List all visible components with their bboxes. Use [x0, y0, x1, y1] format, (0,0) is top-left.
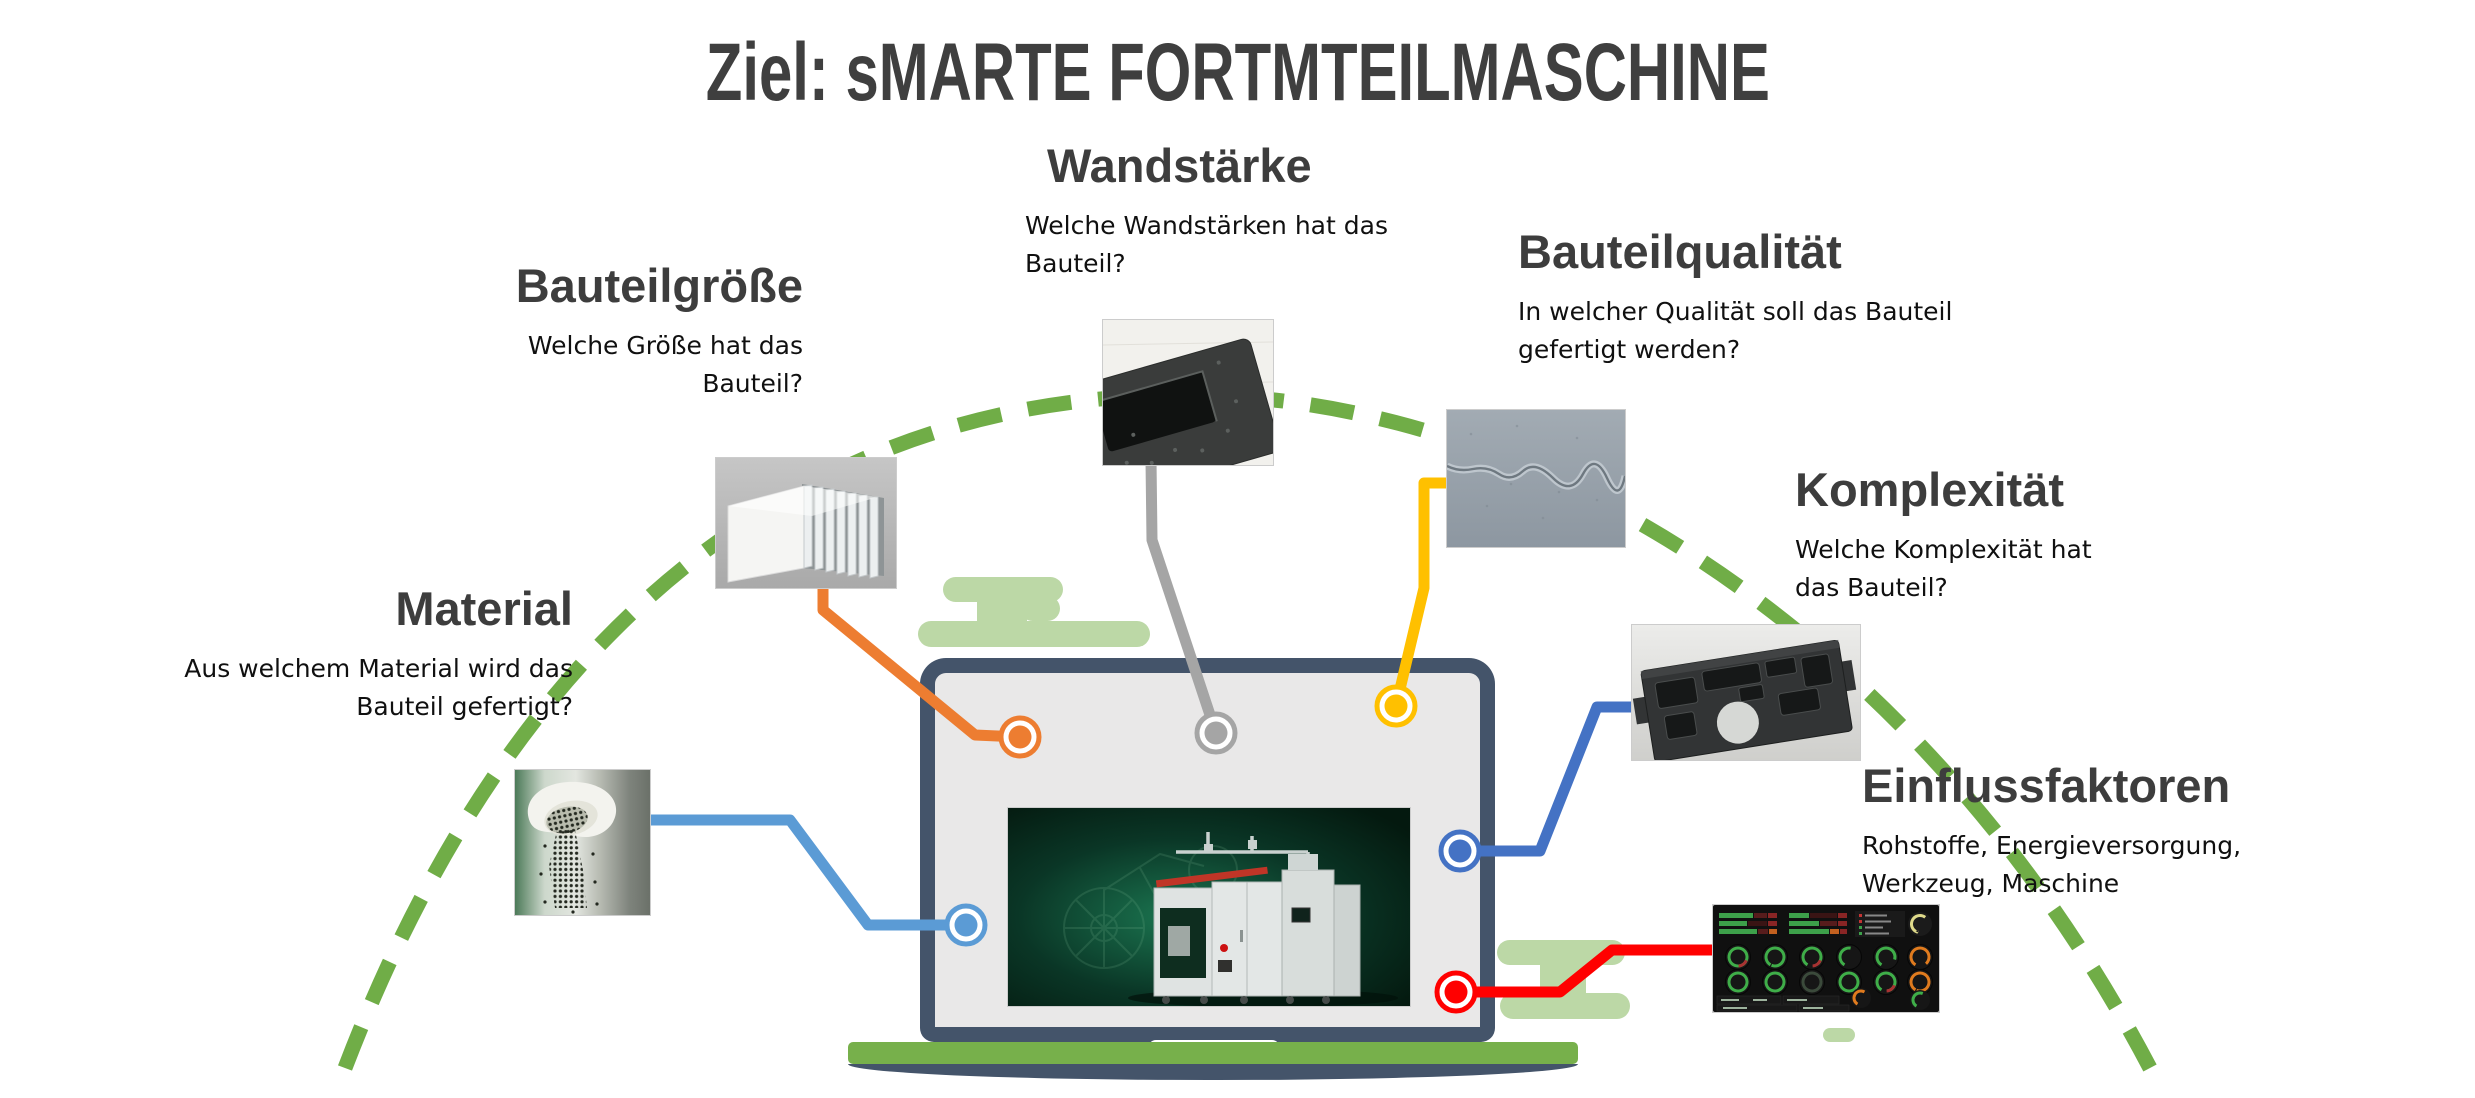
material-text: Aus welchem Material wird das Bauteil ge…	[184, 653, 573, 722]
connector-red-dot	[1434, 970, 1478, 1014]
section-einflussfaktoren: Einflussfaktoren Rohstoffe, Energieverso…	[1862, 759, 2312, 904]
einflussfaktoren-heading: Einflussfaktoren	[1862, 759, 2231, 812]
machine-photo	[1008, 808, 1410, 1006]
connector-lightblue-dot	[944, 903, 988, 947]
bauteilgroesse-text: Welche Größe hat das Bauteil?	[527, 330, 803, 399]
dashboard-readout-cells	[1716, 988, 1930, 1012]
connector-gray-line	[1145, 459, 1222, 735]
section-komplexitaet: Komplexität Welche Komplexität hat das B…	[1795, 463, 2225, 608]
einflussfaktoren-text: Rohstoffe, Energieversorgung, Werkzeug, …	[1862, 830, 2242, 899]
connector-yellow-dot	[1374, 684, 1418, 728]
dashboard-gauges	[1725, 944, 1933, 995]
connector-orange-line	[817, 582, 1021, 743]
connector-orange-dot	[998, 715, 1042, 759]
bauteilqualitaet-text: In welcher Qualität soll das Bauteil gef…	[1518, 296, 1953, 365]
bauteilqualitaet-photo	[1447, 410, 1625, 547]
connector-lightblue-line	[650, 814, 966, 931]
bauteilgroesse-heading: Bauteilgröße	[515, 259, 803, 312]
section-material: Material Aus welchem Material wird das B…	[153, 582, 573, 727]
komplexitaet-photo	[1632, 625, 1860, 760]
connector-blue-dot	[1438, 829, 1482, 873]
material-photo	[515, 770, 650, 915]
material-heading: Material	[395, 582, 573, 635]
page-title: Ziel: sMARTE FORTMTEILMASCHINE	[0, 26, 2475, 120]
page-title-text: Ziel: sMARTE FORTMTEILMASCHINE	[705, 27, 1770, 118]
bauteilqualitaet-heading: Bauteilqualität	[1518, 225, 1842, 278]
section-wandstaerke: Wandstärke Welche Wandstärken hat das Ba…	[1025, 139, 1455, 284]
section-bauteilgroesse: Bauteilgröße Welche Größe hat das Bautei…	[383, 259, 803, 404]
komplexitaet-heading: Komplexität	[1795, 463, 2064, 516]
dashboard-top-bars	[1719, 911, 1932, 937]
wandstaerke-text: Welche Wandstärken hat das Bauteil?	[1025, 210, 1388, 279]
connector-blue-line	[1460, 701, 1633, 857]
steam-shape-left	[918, 577, 1150, 647]
section-bauteilqualitaet: Bauteilqualität In welcher Qualität soll…	[1518, 225, 2038, 370]
wandstaerke-heading: Wandstärke	[1047, 139, 1312, 192]
connector-yellow-line	[1390, 477, 1447, 708]
laptop-base	[848, 1064, 1578, 1080]
wandstaerke-photo	[1103, 320, 1273, 465]
connector-red-line	[1456, 944, 1715, 998]
bauteilgroesse-photo	[716, 458, 896, 588]
laptop-keyboard-deck	[848, 1042, 1578, 1064]
einflussfaktoren-photo	[1713, 905, 1939, 1012]
machine-illustration	[1128, 832, 1398, 1006]
komplexitaet-text: Welche Komplexität hat das Bauteil?	[1795, 534, 2092, 603]
connector-gray-dot	[1194, 711, 1238, 755]
